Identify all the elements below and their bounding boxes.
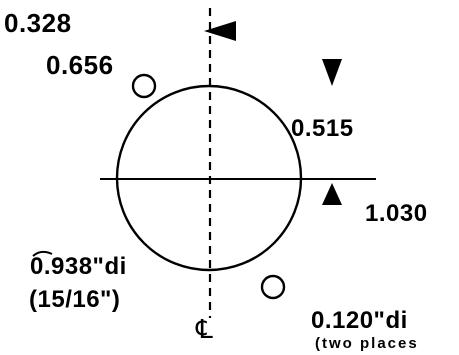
leader-mark: [32, 250, 53, 257]
arrow-left-icon: [204, 21, 236, 41]
main-diameter-label: 0.938"di: [30, 253, 127, 280]
dim-label-0656: 0.656: [46, 50, 114, 80]
dim-label-0515: 0.515: [291, 115, 354, 142]
hole-count-note: (two places: [315, 335, 419, 352]
dim-label-1030: 1.030: [365, 200, 428, 227]
main-circle: [115, 84, 303, 272]
arrow-up-icon: [322, 183, 342, 205]
dim-label-0328: 0.328: [4, 8, 72, 38]
hole-diameter-label: 0.120"di: [311, 307, 408, 334]
main-diameter-fraction: (15/16"): [29, 286, 121, 313]
small-hole-lower: [260, 274, 286, 300]
centerline-symbol: ℄: [196, 314, 214, 344]
small-hole-upper: [131, 73, 157, 99]
arrow-down-icon: [322, 59, 342, 86]
